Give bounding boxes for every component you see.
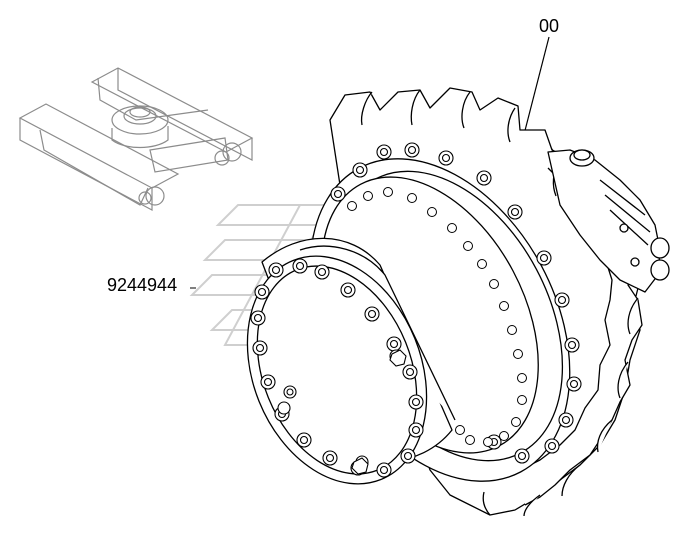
inner-ring-bolts bbox=[347, 187, 527, 447]
track-frame-thumbnail bbox=[18, 67, 254, 211]
reference-number-label[interactable]: 9244944 bbox=[107, 275, 178, 295]
flange-bolts bbox=[330, 142, 582, 464]
part-number-label[interactable]: 00 bbox=[539, 16, 560, 36]
final-drive-assembly bbox=[246, 87, 670, 517]
drain-plugs bbox=[351, 349, 407, 475]
